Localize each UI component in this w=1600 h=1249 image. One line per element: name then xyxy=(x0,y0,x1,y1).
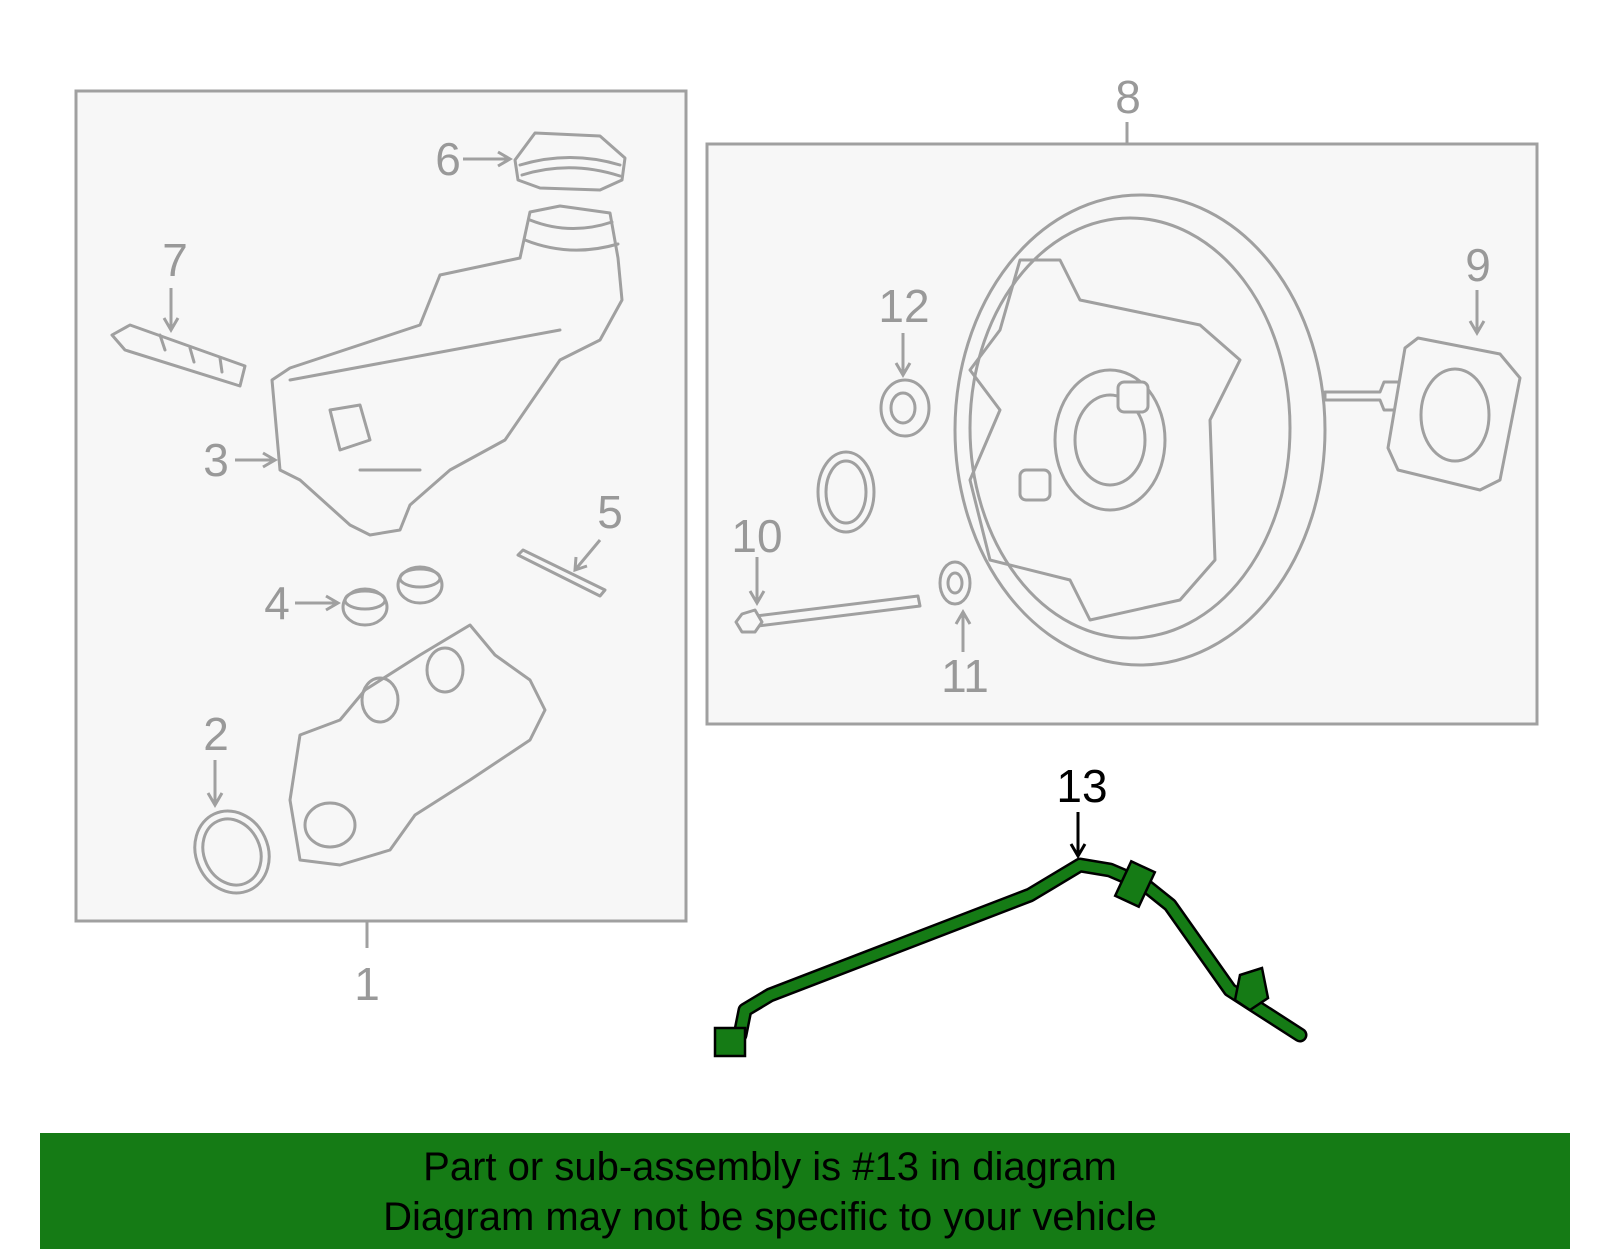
callout-2: 2 xyxy=(203,708,229,760)
part-5-pin xyxy=(516,548,607,598)
part-2-o-ring xyxy=(193,809,271,895)
banner-disclaimer: Diagram may not be specific to your vehi… xyxy=(383,1195,1157,1239)
part-4-grommets xyxy=(341,565,444,627)
leader-lines xyxy=(162,122,1486,948)
part-12-grommet xyxy=(879,378,931,438)
callout-11: 11 xyxy=(941,650,989,702)
callout-8: 8 xyxy=(1115,71,1141,123)
part-3-fluid-reservoir xyxy=(270,204,624,537)
callout-13: 13 xyxy=(1056,760,1107,812)
callout-1: 1 xyxy=(354,958,380,1010)
callout-10: 10 xyxy=(731,510,782,562)
booster-seal-ring xyxy=(816,450,876,534)
callout-6: 6 xyxy=(435,133,461,185)
part-9-gasket xyxy=(1386,336,1522,492)
callout-5: 5 xyxy=(597,486,623,538)
callout-9: 9 xyxy=(1465,239,1491,291)
callout-4: 4 xyxy=(264,577,290,629)
part-11-nut xyxy=(938,560,972,606)
callout-7: 7 xyxy=(162,234,188,286)
part-10-bolt xyxy=(734,594,922,634)
notice-banner: Part or sub-assembly is #13 in diagram D… xyxy=(40,1133,1570,1249)
banner-part-notice: Part or sub-assembly is #13 in diagram xyxy=(423,1145,1117,1189)
part-6-reservoir-cap xyxy=(513,131,627,192)
part-8-brake-booster xyxy=(953,193,1404,667)
callout-3: 3 xyxy=(203,434,229,486)
part-1-master-cylinder xyxy=(288,623,547,867)
part-7-level-sensor xyxy=(110,323,247,388)
callout-12: 12 xyxy=(878,280,929,332)
part-13-vacuum-hose xyxy=(713,857,1308,1058)
